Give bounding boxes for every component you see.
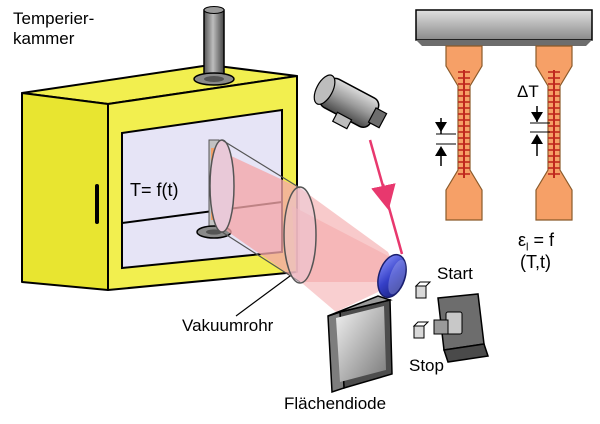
epsilon-rhs: = f <box>528 230 554 250</box>
start-label: Start <box>437 264 473 283</box>
vacuum-tube <box>209 139 317 284</box>
laser-camera <box>313 74 388 130</box>
beam-to-diode <box>292 206 392 312</box>
photodiode <box>327 295 393 394</box>
photodiode-label: Flächendiode <box>284 394 387 413</box>
gauge-marks-right <box>548 71 560 175</box>
specimen-right <box>535 45 573 221</box>
vacuum-tube-leader <box>235 275 291 317</box>
specimen-left <box>445 45 483 221</box>
epsilon-symbol: ε <box>518 230 527 250</box>
chamber-label: Temperier- kammer <box>13 9 95 48</box>
gap-arrows-left <box>435 118 456 166</box>
vacuum-tube-label: Vakuumrohr <box>182 316 274 335</box>
strain-formula-label: εl = f <box>518 230 554 254</box>
delta-t-arrows <box>530 106 550 156</box>
start-marker <box>414 281 432 299</box>
stop-marker <box>412 321 430 339</box>
temperature-function-label: T= f(t) <box>130 180 179 200</box>
clamp-bar <box>415 9 593 46</box>
start-stop-detector <box>433 293 489 363</box>
epsilon-subscript: l <box>526 241 529 254</box>
strain-formula-args: (T,t) <box>520 252 551 272</box>
mirror <box>377 253 407 299</box>
stop-label: Stop <box>409 356 444 375</box>
delta-t-label: ΔT <box>517 82 539 101</box>
top-pipe <box>193 6 235 86</box>
laser-beam-arrow <box>371 183 396 211</box>
beam-to-tube <box>214 148 300 282</box>
gauge-marks-left <box>458 71 470 175</box>
